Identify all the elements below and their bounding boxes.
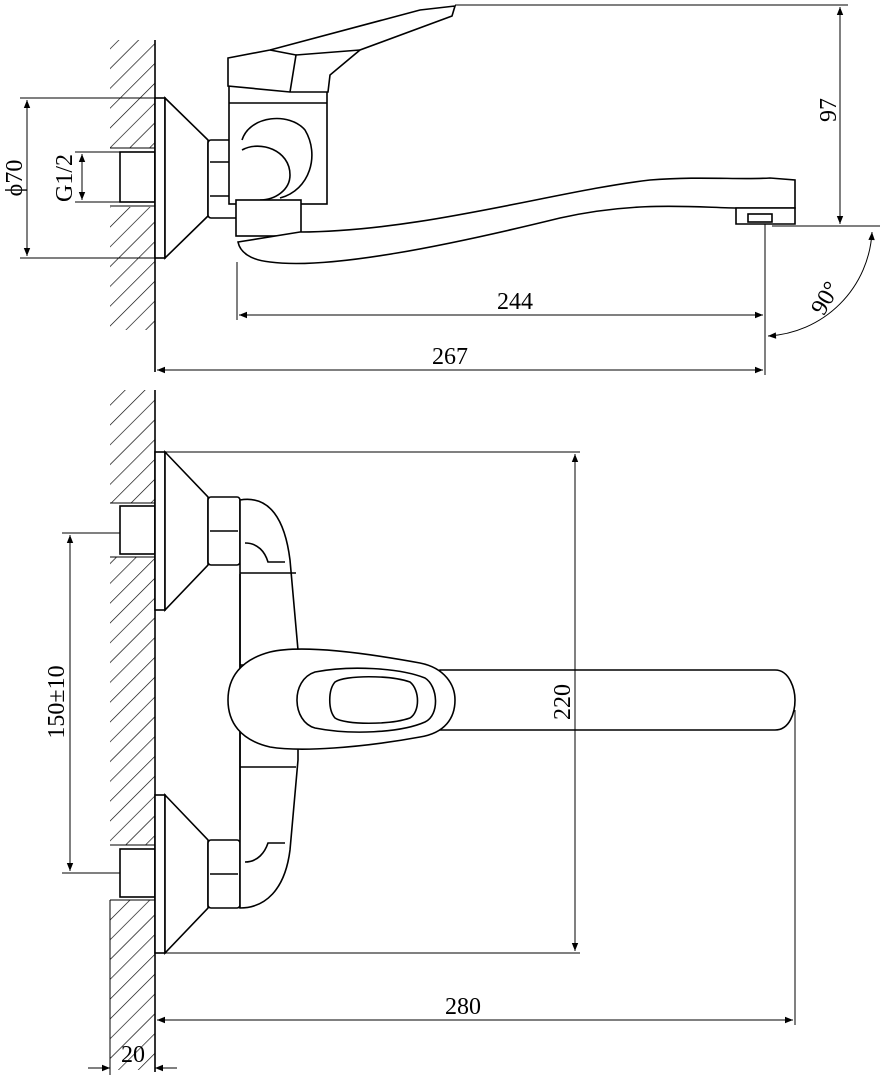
dimension-spout-reach: 244 — [236, 224, 766, 375]
wall-flange — [154, 96, 209, 260]
wall-hatching-top — [110, 40, 156, 372]
dimension-wall-offset: 20 — [88, 1042, 177, 1072]
dimension-swivel-angle: 90° — [767, 231, 875, 339]
dimension-total-length: 280 — [157, 710, 796, 1025]
connection-nuts — [207, 496, 241, 909]
dim-thread-label: G1/2 — [52, 154, 78, 202]
dim-total-reach-label: 267 — [432, 344, 468, 370]
lever-handle — [227, 5, 457, 93]
side-view: ϕ70 G1/2 97 244 267 90° — [2, 4, 880, 375]
wall-flanges — [154, 450, 209, 955]
dimension-center-distance: 150±10 — [44, 532, 120, 874]
dim-flange-diameter-label: ϕ70 — [2, 160, 28, 197]
dimension-thread: G1/2 — [52, 151, 120, 203]
pipe-stub — [110, 147, 156, 207]
dimension-total-reach: 267 — [157, 344, 763, 374]
dim-handle-height-label: 97 — [816, 98, 842, 122]
dimension-height: 220 — [165, 451, 580, 954]
dim-swivel-angle-label: 90° — [806, 277, 845, 319]
dim-wall-offset-label: 20 — [121, 1042, 145, 1068]
dim-total-length-label: 280 — [445, 994, 481, 1020]
dim-center-distance-label: 150±10 — [44, 665, 70, 738]
dim-height-label: 220 — [550, 684, 576, 720]
wall-hatching-bottom — [109, 390, 156, 1075]
spout — [237, 177, 796, 265]
dim-spout-reach-label: 244 — [497, 289, 533, 315]
front-view: 150±10 220 280 20 — [44, 390, 796, 1075]
dimension-handle-height: 97 — [455, 4, 880, 227]
mixer-body — [228, 85, 328, 237]
dimension-flange-diameter: ϕ70 — [2, 97, 155, 259]
spout-front — [439, 669, 796, 731]
lever-handle-front — [227, 648, 456, 750]
